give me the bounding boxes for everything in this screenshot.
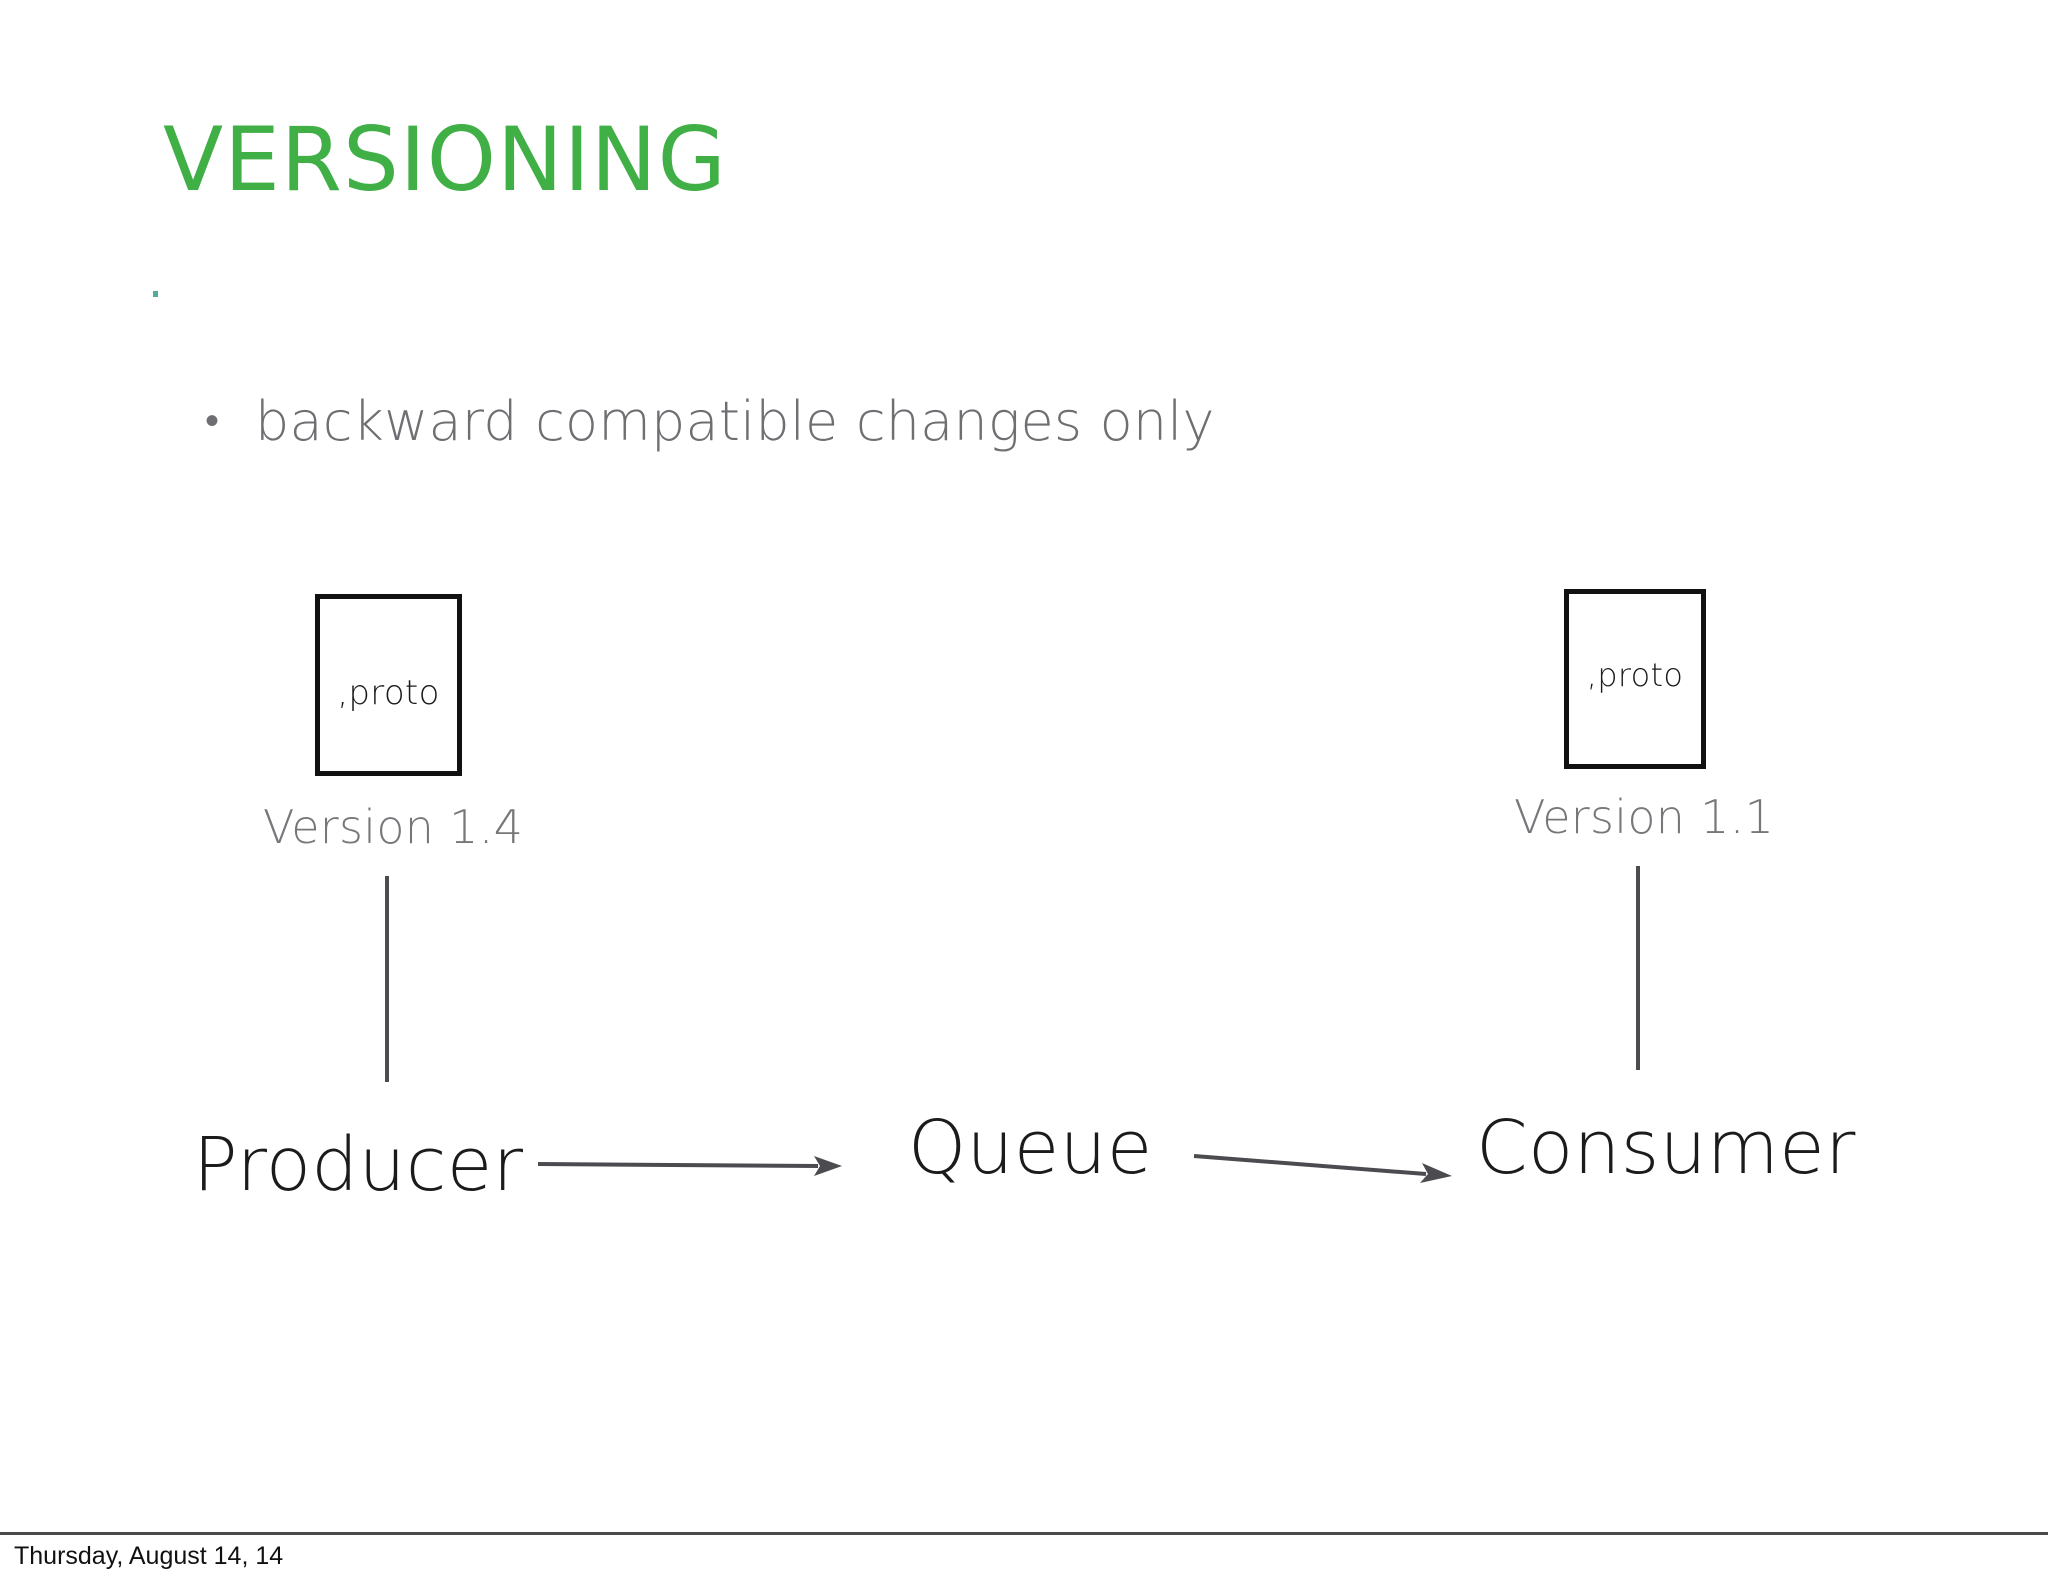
proto-file-box-producer: ,proto — [315, 594, 462, 776]
version-caption-consumer: Version 1.1 — [1514, 790, 1775, 844]
stray-mark-artifact — [153, 291, 158, 297]
bullet-list-item: • backward compatible changes only — [205, 390, 1215, 453]
footer-divider — [0, 1532, 2048, 1535]
proto-file-label: ,proto — [1586, 656, 1684, 694]
proto-file-box-consumer: ,proto — [1564, 589, 1706, 769]
arrow-producer-to-queue — [537, 1156, 842, 1176]
node-label-queue: Queue — [908, 1105, 1153, 1191]
proto-file-label: ,proto — [337, 673, 440, 713]
arrow-queue-to-consumer — [1193, 1154, 1452, 1183]
footer-date: Thursday, August 14, 14 — [14, 1542, 284, 1570]
page-title: VERSIONING — [163, 108, 727, 211]
node-label-producer: Producer — [193, 1122, 524, 1208]
connector-line-consumer — [1636, 866, 1640, 1070]
node-label-consumer: Consumer — [1476, 1105, 1856, 1191]
bullet-item-label: backward compatible changes only — [255, 390, 1215, 453]
version-caption-producer: Version 1.4 — [263, 800, 524, 854]
connector-line-producer — [385, 876, 389, 1082]
bullet-marker-icon: • — [205, 399, 220, 443]
